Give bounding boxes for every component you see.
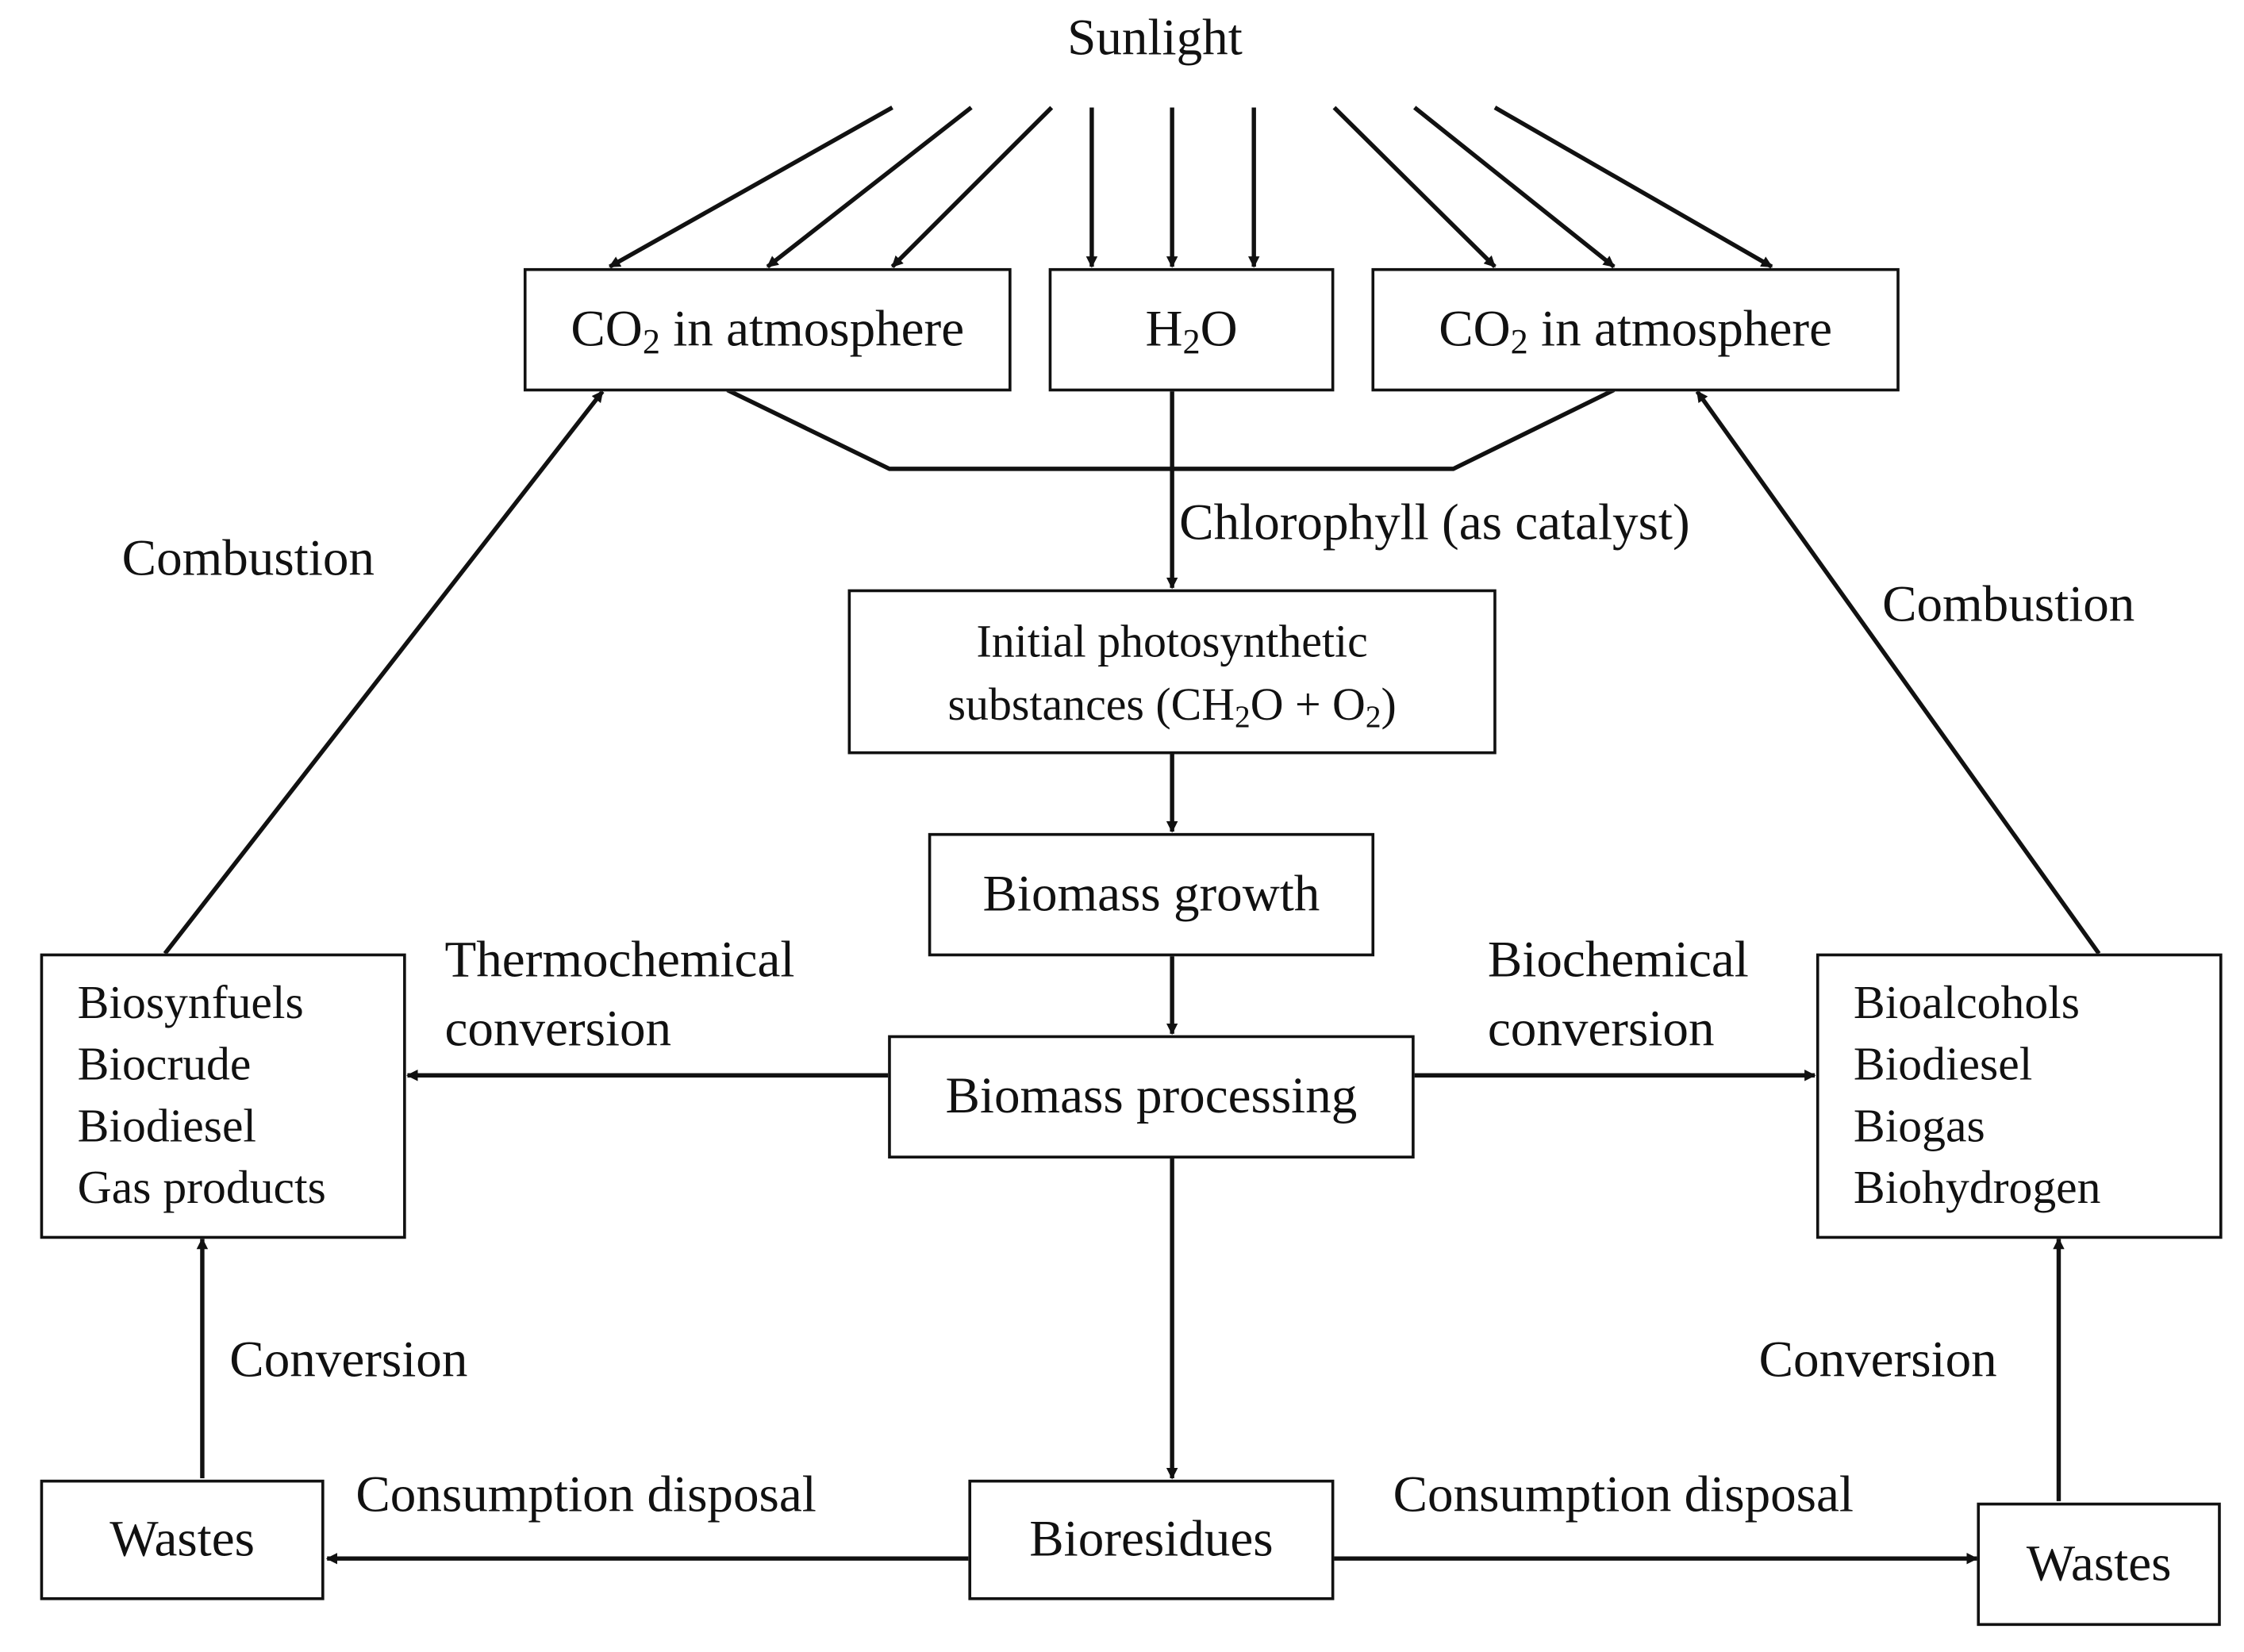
sun-ray-9 [1493, 106, 1773, 269]
conversion-left-label: Conversion [229, 1330, 468, 1389]
biochemical-products-box: Bioalcohols Biodiesel Biogas Biohydrogen [1816, 953, 2223, 1239]
consumption-right-label: Consumption disposal [1393, 1465, 1854, 1523]
combustion-left-label: Combustion [121, 528, 375, 587]
sun-ray-7 [1332, 106, 1497, 269]
wastes-left-box: Wastes [40, 1479, 325, 1600]
product-item: Biocrude [77, 1039, 252, 1091]
biochemical-products-list: Bioalcohols Biodiesel Biogas Biohydrogen [1854, 973, 2101, 1220]
thermochemical-line-2: conversion [444, 999, 672, 1057]
sun-ray-8 [1412, 106, 1616, 269]
combustion-right-arrow [1695, 390, 2101, 955]
wastes-right-box: Wastes [1977, 1502, 2221, 1627]
initial-line-1: Initial photosynthetic [976, 614, 1368, 667]
product-item: Biodiesel [77, 1100, 257, 1152]
biochemical-label: Biochemical conversion [1488, 925, 1749, 1062]
chlorophyll-label: Chlorophyll (as catalyst) [1179, 493, 1690, 551]
thermochemical-products-box: Biosynfuels Biocrude Biodiesel Gas produ… [40, 953, 406, 1239]
biomass-processing-box: Biomass processing [888, 1035, 1415, 1159]
thermochemical-products-list: Biosynfuels Biocrude Biodiesel Gas produ… [78, 973, 326, 1220]
co2-left-text: CO2 in atmosphere [571, 300, 965, 363]
h2o-box: H2O [1048, 267, 1335, 392]
product-item: Gas products [77, 1162, 326, 1214]
bioresidues-box: Bioresidues [968, 1479, 1335, 1600]
co2-atmosphere-left-box: CO2 in atmosphere [523, 267, 1012, 392]
consumption-left-label: Consumption disposal [355, 1465, 817, 1523]
combustion-left-arrow [163, 390, 605, 955]
sunlight-label: Sunlight [1067, 8, 1243, 67]
sun-ray-3 [890, 106, 1054, 269]
biochemical-line-1: Biochemical [1487, 930, 1749, 989]
conversion-right-label: Conversion [1758, 1330, 1997, 1389]
biochemical-line-2: conversion [1487, 999, 1715, 1057]
sun-ray-2 [766, 106, 973, 269]
thermochemical-line-1: Thermochemical [444, 930, 795, 989]
biomass-growth-box: Biomass growth [928, 832, 1375, 957]
thermochemical-label: Thermochemical conversion [444, 925, 794, 1062]
product-item: Biogas [1853, 1100, 1985, 1152]
initial-substances-box: Initial photosynthetic substances (CH2O … [847, 589, 1497, 755]
product-item: Bioalcohols [1853, 977, 2080, 1029]
h2o-text: H2O [1145, 300, 1238, 363]
combustion-right-label: Combustion [1882, 574, 2135, 632]
sun-ray-1 [609, 106, 893, 269]
product-item: Biosynfuels [77, 977, 304, 1029]
co2-atmosphere-right-box: CO2 in atmosphere [1371, 267, 1900, 392]
initial-line-2: substances (CH2O + O2) [947, 677, 1397, 733]
product-item: Biodiesel [1853, 1039, 2033, 1091]
co2-right-text: CO2 in atmosphere [1439, 300, 1832, 363]
product-item: Biohydrogen [1853, 1162, 2101, 1214]
